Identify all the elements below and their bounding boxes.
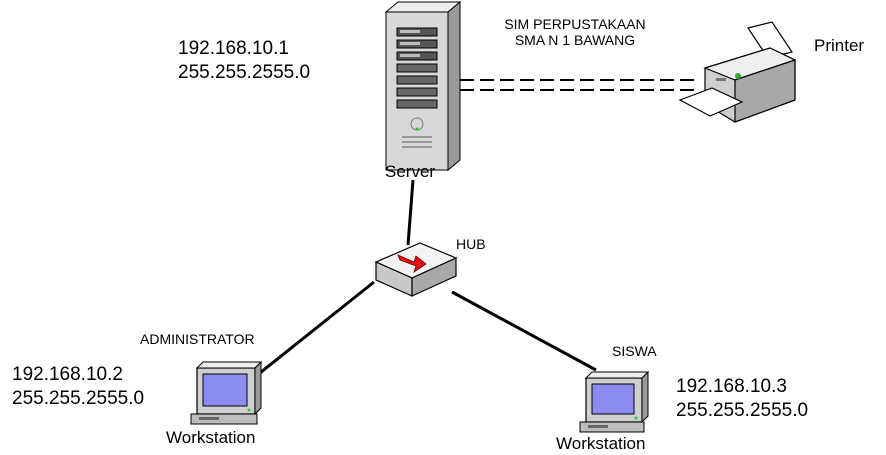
link-server-hub (406, 179, 415, 246)
siswa-workstation-label: Workstation (556, 434, 646, 453)
admin-workstation-label: Workstation (166, 428, 256, 447)
admin-role-label: ADMINISTRATOR (140, 331, 255, 347)
siswa-ip: 192.168.10.3 (676, 376, 787, 397)
server-ip: 192.168.10.1 (178, 38, 289, 59)
server-mask: 255.255.2555.0 (178, 62, 311, 83)
title-line-2: SMA N 1 BAWANG (514, 32, 636, 49)
admin-mask: 255.255.2555.0 (12, 388, 145, 409)
hub-label: HUB (456, 236, 486, 252)
server-label: Server (385, 162, 436, 181)
diagram-title: SIM PERPUSTAKAAN SMA N 1 BAWANG (470, 16, 680, 48)
siswa-mask: 255.255.2555.0 (676, 400, 809, 421)
admin-ip: 192.168.10.2 (12, 364, 123, 385)
siswa-role-label: SISWA (612, 343, 657, 359)
title-line-1: SIM PERPUSTAKAAN (504, 16, 646, 32)
link-hub-siswa (451, 290, 597, 372)
printer-label: Printer (814, 36, 865, 55)
